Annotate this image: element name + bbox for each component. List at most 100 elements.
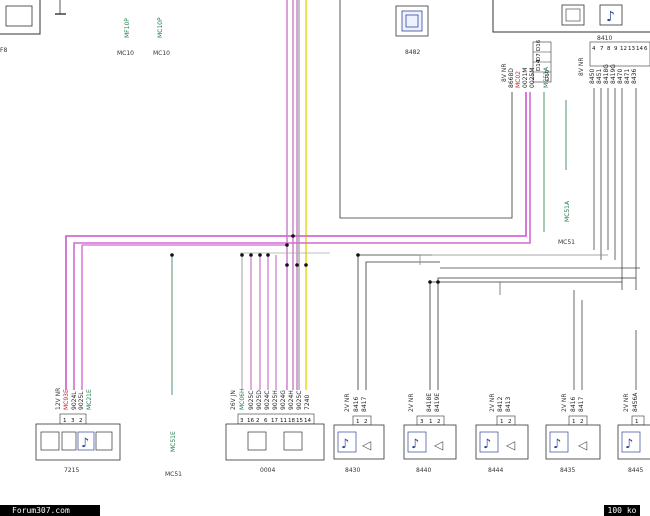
top-left-code: F8 (0, 47, 7, 54)
music-note-icon (621, 431, 641, 453)
svg-text:1: 1 (500, 419, 504, 425)
svg-text:MC06H: MC06H (239, 388, 246, 410)
music-note-icon (599, 4, 623, 26)
svg-text:4: 4 (592, 46, 596, 52)
video-icon (561, 4, 585, 26)
svg-text:1: 1 (356, 419, 360, 425)
svg-text:MC02: MC02 (515, 71, 522, 88)
svg-text:6: 6 (644, 46, 648, 52)
svg-text:3: 3 (71, 418, 75, 424)
svg-text:9025C: 9025C (296, 391, 303, 410)
connector-8445: 2V NR 8456A 1 ♪ 8445 (617, 392, 650, 474)
connector-8435: 2V NR 8416 8417 1 2 ♪ ◁ 8435 (545, 394, 601, 474)
module-icon (5, 5, 33, 27)
svg-text:2: 2 (256, 418, 260, 424)
svg-text:15: 15 (296, 418, 303, 424)
v-8410-left: 8V NR (501, 64, 508, 83)
svg-text:9024G: 9024G (280, 390, 287, 410)
svg-text:14: 14 (636, 46, 643, 52)
svg-text:1: 1 (572, 419, 576, 425)
speaker-icon (95, 431, 113, 451)
pinblock-8410-left: D16 D7 D14 D10 (532, 39, 552, 83)
svg-text:8456A: 8456A (632, 392, 639, 412)
ref-mc51-left: MC51 (165, 471, 182, 478)
svg-text:9024C: 9024C (264, 391, 271, 410)
svg-text:12V NR: 12V NR (55, 388, 62, 410)
phone-icon (401, 10, 423, 32)
svg-text:8668D: 8668D (508, 68, 515, 88)
svg-text:11: 11 (280, 418, 287, 424)
svg-text:2: 2 (580, 419, 584, 425)
svg-text:8412: 8412 (497, 397, 504, 412)
svg-text:9025D: 9025D (256, 390, 263, 410)
svg-text:8440: 8440 (416, 467, 431, 474)
svg-text:8418G: 8418G (603, 64, 610, 84)
svg-text:8416: 8416 (353, 397, 360, 412)
v-8410-right: 8V NR (578, 58, 585, 77)
svg-text:3: 3 (240, 418, 244, 424)
svg-text:0025M: 0025M (529, 68, 536, 88)
svg-text:0021M: 0021M (522, 68, 529, 88)
svg-text:7215: 7215 (64, 467, 79, 474)
svg-text:♪: ♪ (341, 437, 349, 452)
wire-mc10p: MC10P (157, 17, 164, 38)
speaker-icon: ◁ (433, 438, 443, 452)
svg-text:2: 2 (437, 419, 441, 425)
svg-text:8451: 8451 (596, 69, 603, 84)
svg-text:MC93E: MC93E (63, 389, 70, 410)
svg-text:8419G: 8419G (610, 64, 617, 84)
pinblock-8410-right: 4 7 8 9 12 13 14 6 (589, 41, 650, 67)
svg-text:7: 7 (600, 46, 604, 52)
speaker-icon: ◁ (577, 438, 587, 452)
svg-text:D7: D7 (536, 53, 542, 61)
svg-text:8413: 8413 (505, 397, 512, 412)
svg-text:7240: 7240 (304, 395, 311, 410)
svg-text:8: 8 (607, 46, 611, 52)
svg-text:♪: ♪ (553, 437, 561, 452)
svg-text:♪: ♪ (483, 437, 491, 452)
svg-text:8444: 8444 (488, 467, 503, 474)
svg-text:1: 1 (429, 419, 433, 425)
ref-mc51-right: MC51 (558, 239, 575, 246)
music-note-icon (549, 431, 569, 453)
svg-text:8417: 8417 (578, 397, 585, 412)
svg-text:2V NR: 2V NR (408, 394, 415, 413)
wire-mf10p: MF10P (124, 18, 131, 38)
svg-text:8417: 8417 (361, 397, 368, 412)
svg-text:0004: 0004 (260, 467, 275, 474)
connector-0004: 26V JN MC06H 9025C 9025D 9024C 9025H 902… (225, 388, 325, 474)
svg-text:13: 13 (628, 46, 635, 52)
svg-text:MC21E: MC21E (86, 389, 93, 410)
speaker-icon: ◁ (361, 438, 371, 452)
svg-text:8436: 8436 (631, 69, 638, 84)
file-size: 100 ko (604, 505, 640, 516)
svg-text:8435: 8435 (560, 467, 575, 474)
svg-text:14: 14 (304, 418, 311, 424)
video-icon (247, 431, 267, 451)
site-brand[interactable]: Forum307.com (0, 505, 100, 516)
svg-text:D10: D10 (545, 69, 551, 81)
svg-text:17: 17 (271, 418, 278, 424)
svg-text:8470: 8470 (617, 69, 624, 84)
svg-text:2: 2 (508, 419, 512, 425)
svg-text:26V JN: 26V JN (230, 390, 237, 410)
svg-text:2V NR: 2V NR (344, 394, 351, 413)
svg-text:8430: 8430 (345, 467, 360, 474)
svg-text:1: 1 (635, 419, 639, 425)
svg-text:MC51A: MC51A (543, 66, 550, 88)
svg-text:8419E: 8419E (434, 393, 441, 412)
svg-text:12: 12 (620, 46, 627, 52)
svg-text:9025C: 9025C (248, 391, 255, 410)
svg-text:9024H: 9024H (288, 390, 295, 410)
svg-text:6: 6 (264, 418, 268, 424)
svg-text:2V NR: 2V NR (561, 394, 568, 413)
splice-dots (170, 234, 440, 284)
code-8410: 8410 (597, 35, 612, 42)
footer-bar: Forum307.com 100 ko (0, 505, 650, 516)
connector-8440: 2V NR 8418E 8419E 3 1 2 ♪ ◁ 8440 (403, 393, 457, 474)
svg-text:2V NR: 2V NR (489, 394, 496, 413)
svg-text:3: 3 (420, 419, 424, 425)
svg-text:9024L: 9024L (71, 391, 78, 410)
